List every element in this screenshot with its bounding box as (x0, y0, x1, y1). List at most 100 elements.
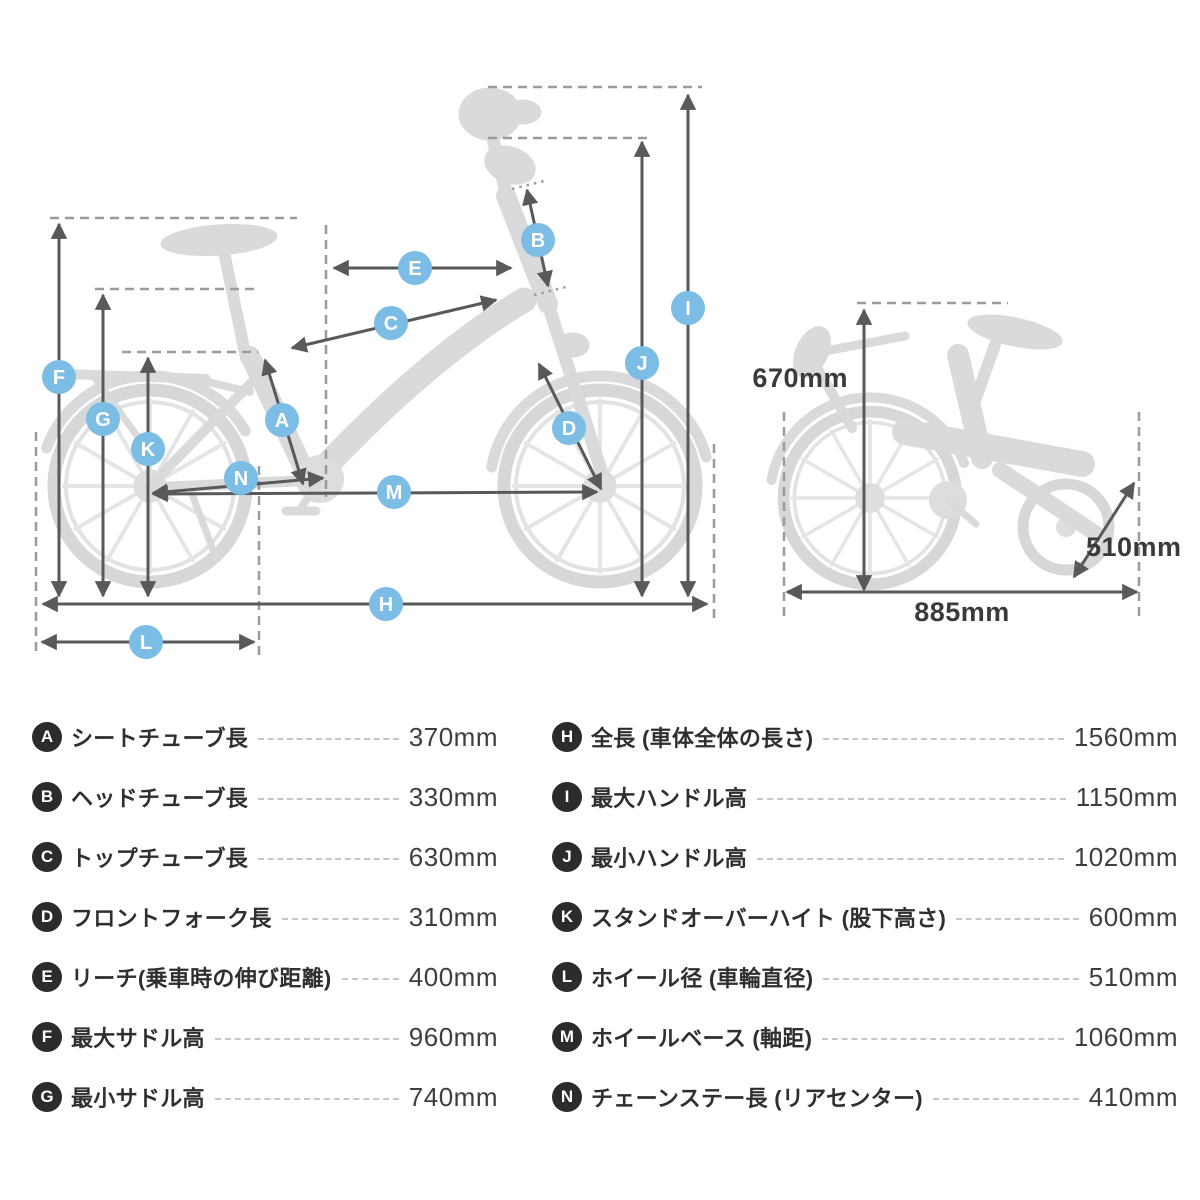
seat-stay (145, 367, 267, 491)
front-light (556, 332, 590, 358)
svg-text:E: E (408, 258, 421, 280)
row-value: 510mm (1088, 961, 1178, 992)
row-label: チェーンステー長 (リアセンター) (591, 1086, 923, 1111)
spec-row-head-tube: B ヘッドチューブ長 330mm (32, 778, 498, 816)
leader-line (823, 738, 1064, 740)
measure-badge-L: L (129, 625, 163, 659)
svg-text:I: I (685, 298, 691, 320)
folded-height-value: 670mm (752, 363, 848, 393)
svg-text:N: N (234, 468, 248, 490)
spec-row-max-handle: I 最大ハンドル高 1150mm (552, 778, 1178, 816)
leader-line (822, 1038, 1064, 1040)
measure-badge-B: B (521, 223, 555, 257)
row-badge: K (552, 902, 582, 932)
folded-saddle (967, 314, 1063, 350)
leader-line (932, 1098, 1079, 1100)
row-badge: A (32, 722, 62, 752)
row-label: ヘッドチューブ長 (71, 786, 249, 811)
measure-badge-J: J (625, 346, 659, 380)
folded-length-value: 885mm (914, 597, 1010, 627)
svg-text:B: B (531, 230, 545, 252)
measure-badge-D: D (552, 411, 586, 445)
reference-lines (34, 85, 1141, 656)
row-value: 370mm (408, 721, 498, 752)
spec-row-wheel-diameter: L ホイール径 (車輪直径) 510mm (552, 958, 1178, 996)
row-value: 330mm (408, 781, 498, 812)
svg-text:H: H (379, 594, 393, 616)
geometry-diagram: 670mm 885mm 510mm A B C D E F G H I J K … (34, 85, 1182, 659)
spec-row-min-handle: J 最小ハンドル高 1020mm (552, 838, 1178, 876)
row-value: 1560mm (1073, 721, 1178, 752)
leader-line (823, 978, 1079, 980)
measure-badge-A: A (265, 403, 299, 437)
leader-line (341, 978, 399, 980)
folded-width-value: 510mm (1086, 532, 1182, 562)
row-value: 1150mm (1075, 781, 1178, 812)
measure-badge-I: I (671, 291, 705, 325)
row-label: ホイールベース (軸距) (591, 1026, 813, 1051)
measure-badge-M: M (377, 475, 411, 509)
row-badge: I (552, 782, 582, 812)
kickstand (188, 490, 220, 562)
spec-row-total-length: H 全長 (車体全体の長さ) 1560mm (552, 718, 1178, 756)
measure-badge-K: K (131, 432, 165, 466)
row-value: 1020mm (1073, 841, 1178, 872)
row-label: スタンドオーバーハイト (股下高さ) (591, 906, 947, 931)
measure-badge-G: G (86, 402, 120, 436)
svg-text:G: G (95, 409, 111, 431)
bike-side-silhouette (41, 87, 712, 582)
leader-line (258, 798, 399, 800)
spec-row-reach: E リーチ(乗車時の伸び距離) 400mm (32, 958, 498, 996)
row-label: 最小サドル高 (71, 1086, 205, 1111)
row-badge: C (32, 842, 62, 872)
leader-line (214, 1038, 399, 1040)
svg-text:A: A (275, 410, 289, 432)
leader-line (214, 1098, 399, 1100)
row-badge: L (552, 962, 582, 992)
spec-row-seat-tube: A シートチューブ長 370mm (32, 718, 498, 756)
ref-tick-headtube-bottom (533, 285, 567, 297)
spec-row-standover: K スタンドオーバーハイト (股下高さ) 600mm (552, 898, 1178, 936)
svg-text:J: J (636, 353, 647, 375)
row-value: 630mm (408, 841, 498, 872)
leader-line (258, 858, 399, 860)
seatpost (218, 246, 252, 364)
row-label: トップチューブ長 (71, 846, 249, 871)
bike-folded-silhouette (766, 314, 1115, 584)
row-badge: F (32, 1022, 62, 1052)
leader-line (281, 918, 399, 920)
row-label: フロントフォーク長 (71, 906, 272, 931)
svg-text:C: C (384, 313, 398, 335)
dimension-line-M (151, 483, 599, 503)
row-value: 310mm (408, 901, 498, 932)
spec-row-front-fork: D フロントフォーク長 310mm (32, 898, 498, 936)
row-label: 最大サドル高 (71, 1026, 205, 1051)
row-label: 全長 (車体全体の長さ) (591, 726, 814, 751)
spec-row-min-saddle: G 最小サドル高 740mm (32, 1078, 498, 1116)
leader-line (258, 738, 399, 740)
row-value: 400mm (408, 961, 498, 992)
spec-row-max-saddle: F 最大サドル高 960mm (32, 1018, 498, 1056)
measure-badge-E: E (398, 251, 432, 285)
rear-rack (61, 369, 211, 384)
svg-text:M: M (386, 482, 403, 504)
row-badge: N (552, 1082, 582, 1112)
svg-text:K: K (141, 439, 156, 461)
leader-line (757, 798, 1066, 800)
row-badge: J (552, 842, 582, 872)
ref-tick-headtube-top (511, 179, 545, 191)
row-badge: B (32, 782, 62, 812)
row-label: 最大ハンドル高 (591, 786, 748, 811)
dimension-line-folded-width (1072, 481, 1136, 579)
spec-row-top-tube: C トップチューブ長 630mm (32, 838, 498, 876)
measure-badge-C: C (374, 306, 408, 340)
svg-text:F: F (53, 367, 65, 389)
spec-row-chainstay: N チェーンステー長 (リアセンター) 410mm (552, 1078, 1178, 1116)
row-badge: D (32, 902, 62, 932)
row-label: 最小ハンドル高 (591, 846, 748, 871)
measure-badges: A B C D E F G H I J K L M N (42, 223, 705, 659)
row-value: 410mm (1088, 1081, 1178, 1112)
svg-text:L: L (140, 632, 152, 654)
leader-line (757, 858, 1064, 860)
row-badge: M (552, 1022, 582, 1052)
